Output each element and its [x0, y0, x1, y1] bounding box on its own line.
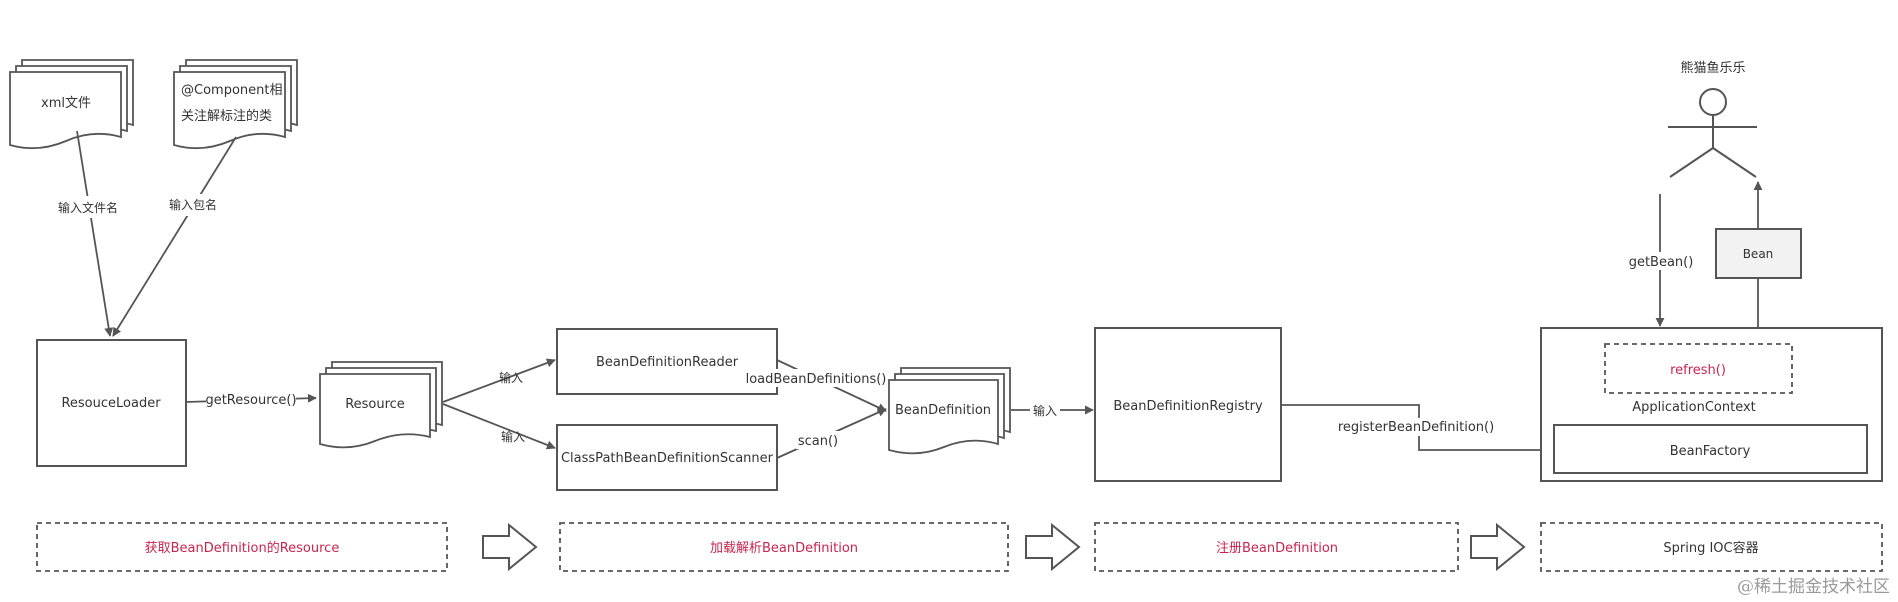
component-label-line2: 关注解标注的类 — [181, 108, 272, 124]
stage-label-4: Spring IOC容器 — [1663, 540, 1758, 556]
stage-register: 注册BeanDefinition — [1094, 522, 1459, 572]
scanner-node: ClassPathBeanDefinitionScanner — [556, 424, 778, 491]
bean-definition-registry-node: BeanDefinitionRegistry — [1094, 327, 1282, 482]
xml-file-document: xml文件 — [9, 59, 134, 150]
stage-arrow-3 — [1470, 522, 1526, 572]
scanner-label: ClassPathBeanDefinitionScanner — [561, 451, 774, 466]
bean-label: Bean — [1743, 247, 1774, 261]
arrow-resource-to-scanner — [442, 403, 556, 450]
bean-definition-reader-node: BeanDefinitionReader — [556, 328, 778, 395]
bean-node: Bean — [1715, 228, 1802, 279]
bean-factory-label: BeanFactory — [1670, 444, 1751, 459]
actor-figure: 熊猫鱼乐乐 — [1668, 60, 1757, 178]
stage-load-parse: 加载解析BeanDefinition — [559, 522, 1009, 572]
actor-label: 熊猫鱼乐乐 — [1680, 60, 1745, 76]
bean-definition-document: BeanDefinition — [888, 367, 1011, 455]
stage-arrow-1 — [482, 522, 538, 572]
stage-label-1: 获取BeanDefinition的Resource — [145, 540, 340, 556]
label-input-package: 输入包名 — [169, 197, 217, 212]
reader-label: BeanDefinitionReader — [596, 355, 739, 370]
refresh-label: refresh() — [1670, 363, 1726, 378]
arrow-xml-to-loader — [76, 130, 114, 337]
stage-ioc-container: Spring IOC容器 — [1540, 522, 1883, 572]
resource-loader-node: ResouceLoader — [36, 339, 187, 467]
resource-loader-label: ResouceLoader — [61, 396, 161, 411]
label-input-c: 输入 — [1033, 403, 1057, 418]
stage-arrow-2 — [1025, 522, 1081, 572]
stage-get-resource: 获取BeanDefinition的Resource — [36, 522, 448, 572]
arrow-resource-to-reader — [442, 358, 556, 403]
component-classes-document: @Component相 关注解标注的类 — [173, 59, 298, 150]
application-context-label: ApplicationContext — [1632, 400, 1756, 415]
label-input-b: 输入 — [501, 429, 525, 444]
label-input-a: 输入 — [499, 370, 523, 385]
xml-file-label: xml文件 — [41, 96, 91, 111]
application-context-node: refresh() ApplicationContext BeanFactory — [1540, 327, 1883, 482]
watermark: @稀土掘金技术社区 — [1737, 577, 1890, 597]
resource-label: Resource — [345, 397, 405, 412]
label-get-resource: getResource() — [205, 393, 296, 408]
arrow-component-to-loader — [112, 136, 237, 337]
label-load-bean-definitions: loadBeanDefinitions() — [746, 372, 887, 387]
label-scan: scan() — [798, 434, 838, 449]
registry-label: BeanDefinitionRegistry — [1113, 399, 1263, 414]
label-get-bean: getBean() — [1629, 255, 1694, 270]
label-input-filename: 输入文件名 — [58, 200, 118, 215]
stage-label-2: 加载解析BeanDefinition — [710, 541, 858, 556]
bean-definition-label: BeanDefinition — [895, 403, 991, 418]
label-register-bean-definition: registerBeanDefinition() — [1338, 420, 1494, 435]
component-label-line1: @Component相 — [181, 83, 282, 98]
stage-label-3: 注册BeanDefinition — [1216, 541, 1338, 556]
resource-document: Resource — [319, 361, 443, 449]
